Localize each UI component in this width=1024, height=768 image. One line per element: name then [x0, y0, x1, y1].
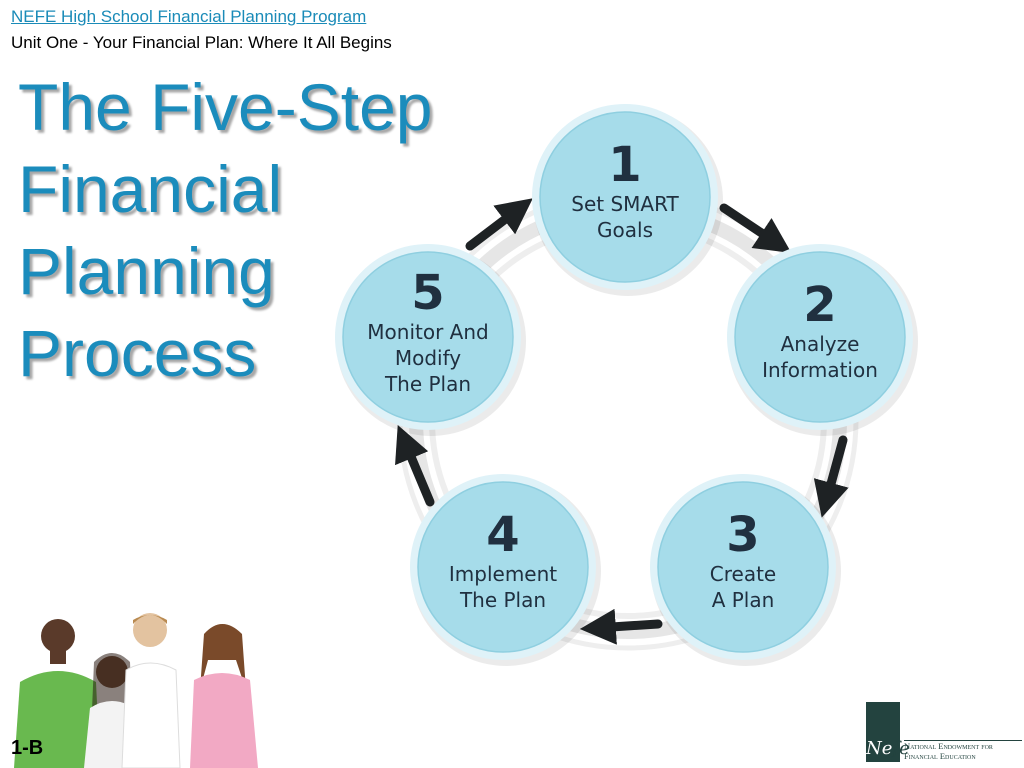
logo-mark: Nefe [866, 738, 910, 759]
step-label-line: A Plan [712, 588, 775, 612]
arrow-icon [813, 435, 849, 518]
arrow-icon [719, 203, 792, 253]
logo-org-name: National Endowment for Financial Educati… [904, 740, 1022, 761]
step-circle [658, 482, 828, 652]
step-label-line: Set SMART [571, 192, 679, 216]
step-circle-edge [417, 481, 589, 653]
step-circle-edge [342, 251, 514, 423]
title-line: Process [18, 316, 257, 390]
arrow-icon [395, 425, 435, 507]
logo-mark-fe: fe [892, 738, 910, 759]
step-label-line: Goals [597, 218, 653, 242]
slide-title: The Five-Step Financial Planning Process [18, 66, 433, 394]
students-photo [14, 613, 258, 768]
step-number: 3 [726, 507, 759, 563]
step-label-line: The Plan [384, 372, 471, 396]
step-circle [418, 482, 588, 652]
slide-number: 1-B [11, 737, 44, 759]
step-circle [540, 112, 710, 282]
step-circle [735, 252, 905, 422]
logo-mark-ne: Ne [866, 738, 893, 759]
program-title[interactable]: NEFE High School Financial Planning Prog… [11, 7, 367, 26]
step-circle-edge [539, 111, 711, 283]
step-circle [343, 252, 513, 422]
logo-block [866, 702, 900, 762]
step-label-line: The Plan [459, 588, 546, 612]
step-circle-edge [734, 251, 906, 423]
step-circle-edge [657, 481, 829, 653]
arrows-group [395, 198, 849, 645]
step-label-line: Information [762, 358, 878, 382]
step-label-line: Monitor And [367, 320, 488, 344]
step-number: 5 [411, 265, 444, 321]
step-label-line: Analyze [781, 332, 860, 356]
step-label-line: Implement [449, 562, 557, 586]
step-label-line: Create [710, 562, 776, 586]
arrow-icon [579, 608, 663, 645]
step-label-line: Modify [395, 346, 461, 370]
nefe-logo: Nefe National Endowment for Financial Ed… [862, 700, 1022, 766]
arrow-icon [465, 198, 533, 251]
step-number: 1 [608, 137, 641, 193]
step-number: 4 [486, 507, 519, 563]
title-line: Financial [18, 152, 283, 226]
title-line: The Five-Step [18, 70, 433, 144]
unit-title: Unit One - Your Financial Plan: Where It… [11, 33, 392, 52]
title-line: Planning [18, 234, 275, 308]
step-number: 2 [803, 277, 836, 333]
